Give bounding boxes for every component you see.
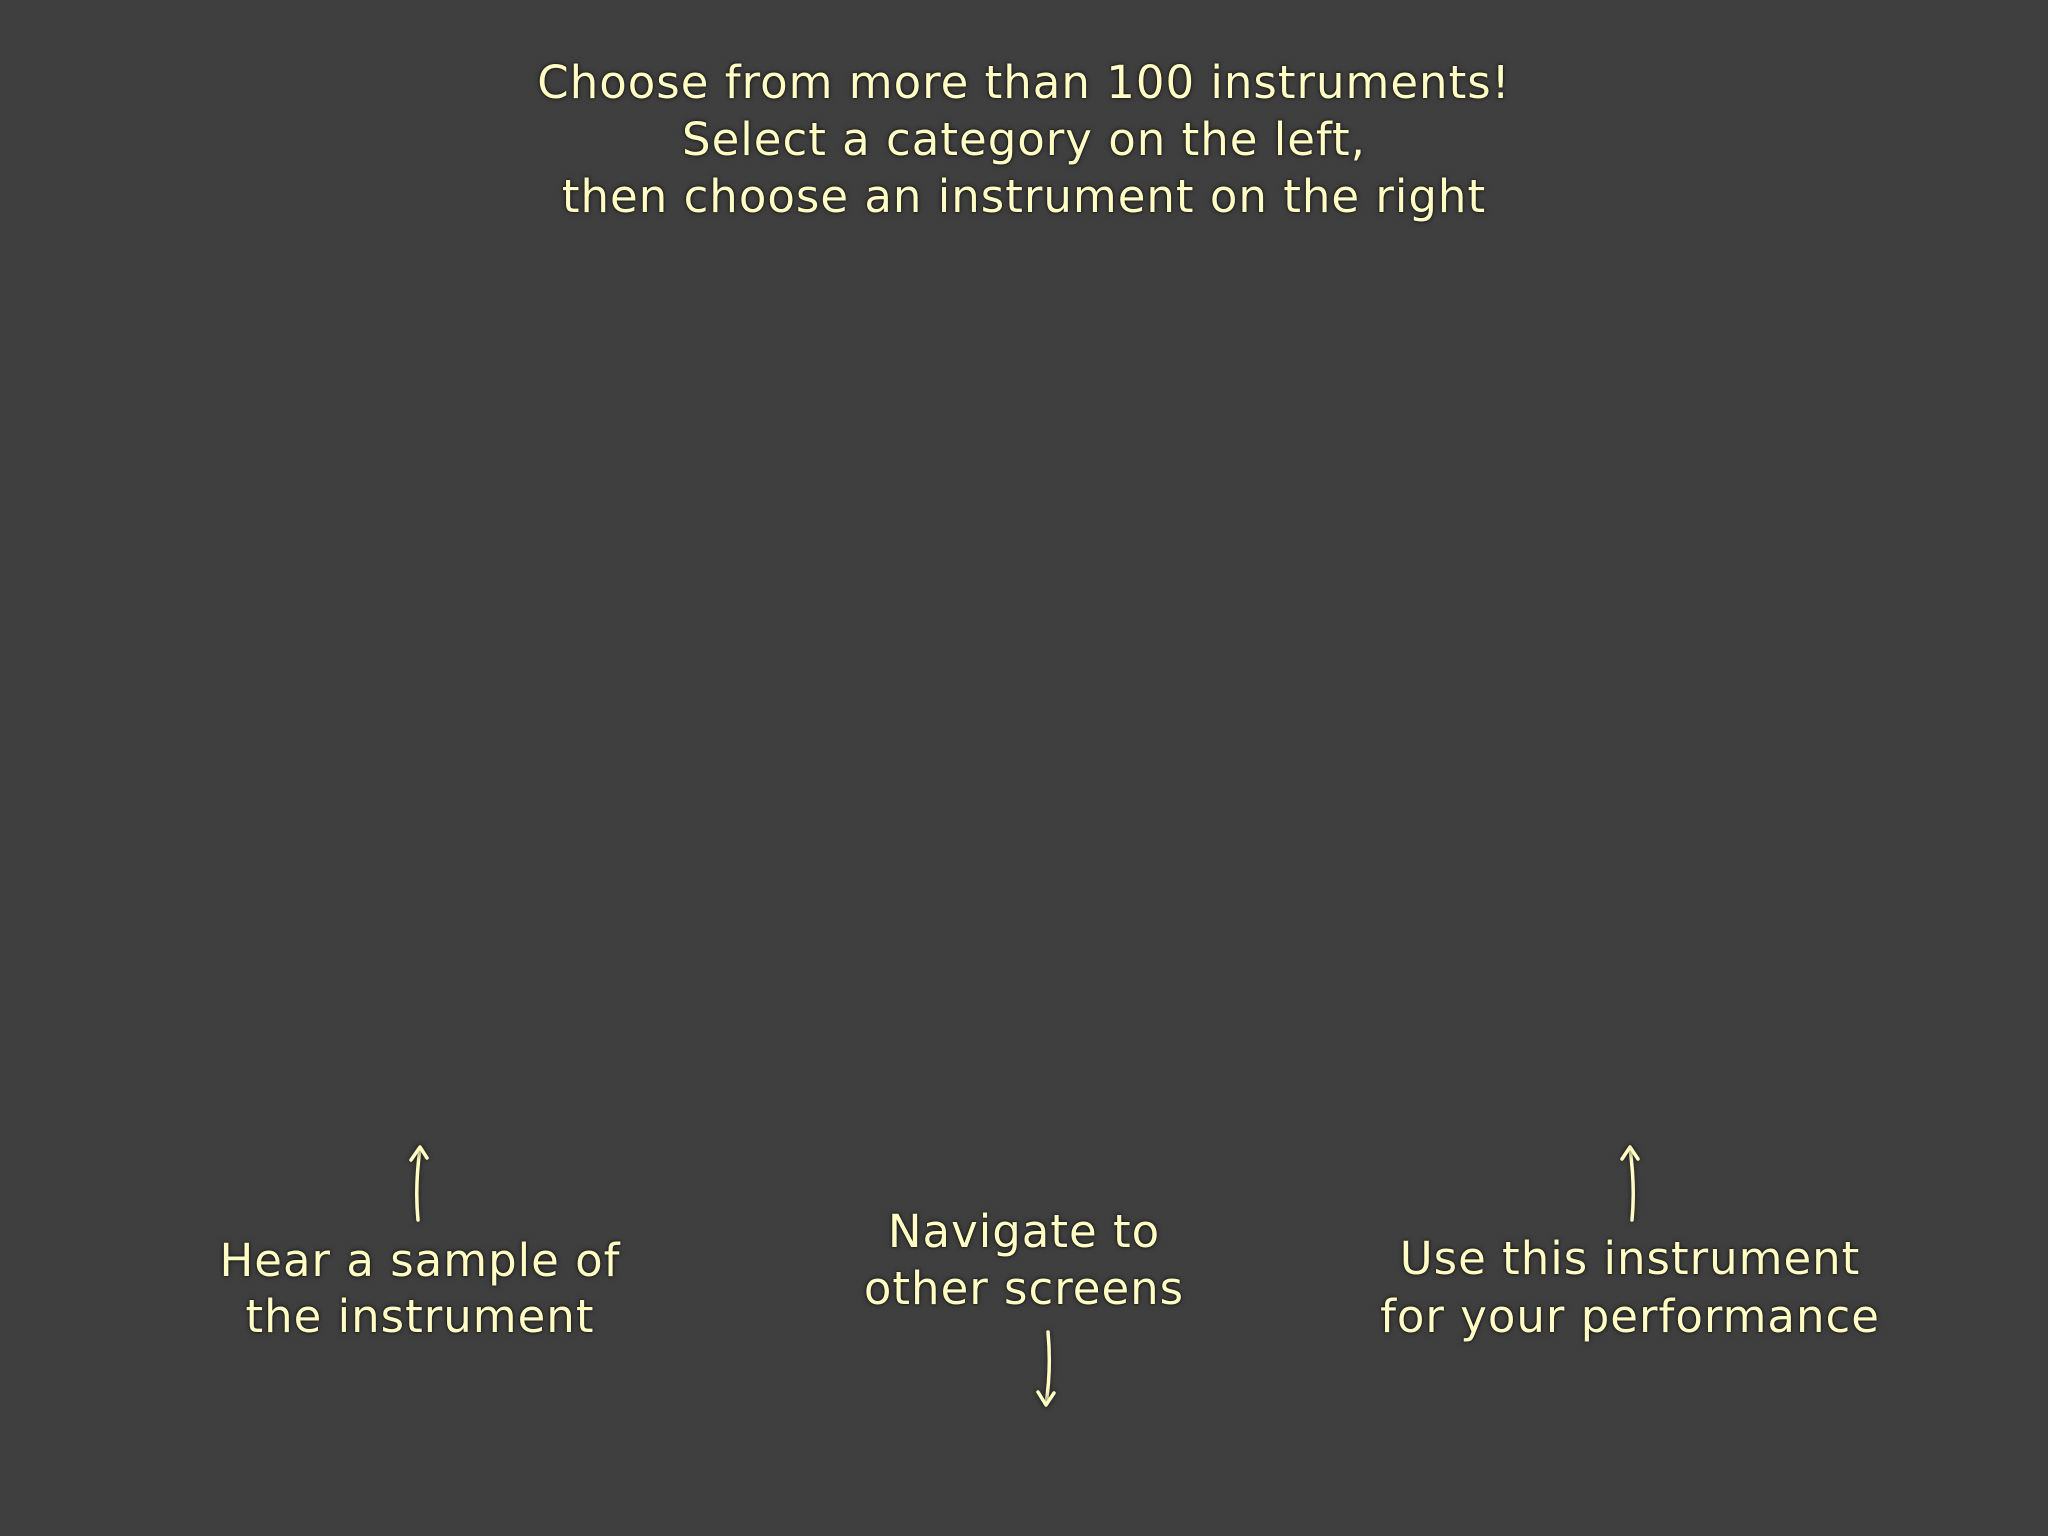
navigate-screens-hint: Navigate to other screens [863, 1205, 1185, 1315]
use-instrument-hint: Use this instrument for your performance [1380, 1232, 1880, 1343]
hear-sample-arrow-up-icon [409, 1145, 429, 1222]
use-instrument-arrow-up-icon [1620, 1145, 1640, 1222]
hear-sample-hint: Hear a sample of the instrument [219, 1234, 621, 1343]
navigate-arrow-down-icon [1036, 1330, 1056, 1407]
instrument-selection-hint: Choose from more than 100 instruments! S… [537, 56, 1511, 223]
